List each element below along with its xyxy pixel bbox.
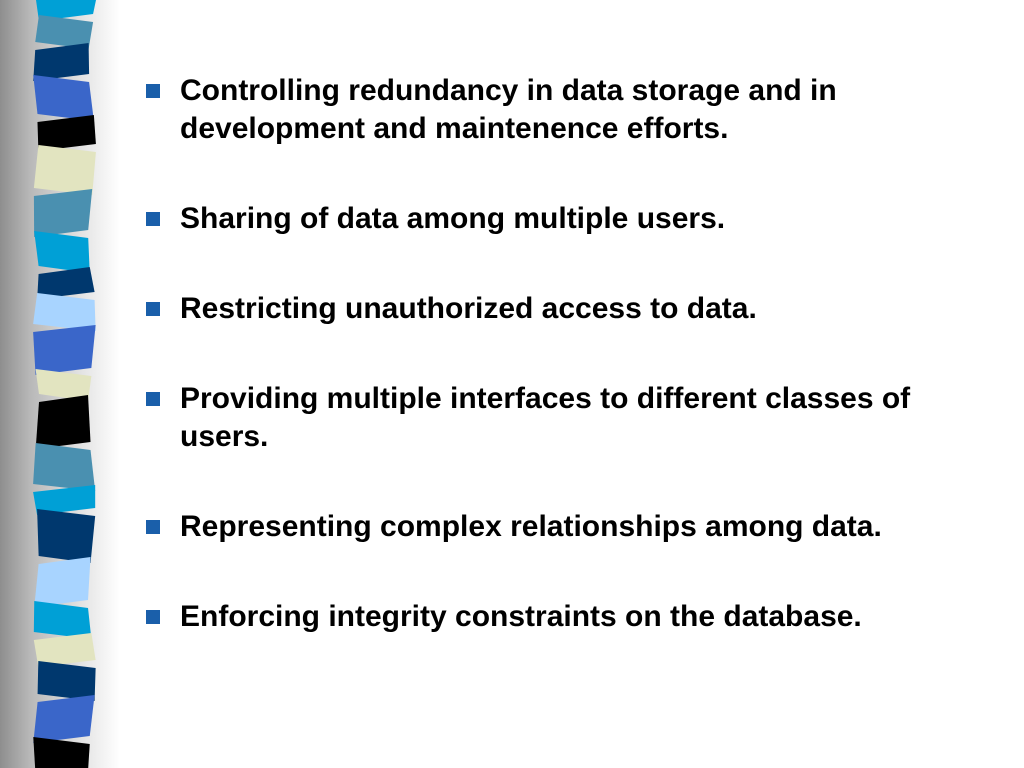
- strip-segment: [36, 0, 96, 21]
- square-bullet-icon: [146, 610, 160, 624]
- bullet-text: Restricting unauthorized access to data.: [180, 292, 757, 325]
- strip-segment: [33, 145, 96, 195]
- strip-segment: [33, 293, 96, 331]
- strip-segment: [33, 443, 96, 491]
- bullet-item: Controlling redundancy in data storage a…: [146, 72, 996, 148]
- decorative-color-strip: [33, 0, 96, 768]
- strip-segment: [35, 395, 91, 449]
- bullet-text: Sharing of data among multiple users.: [180, 202, 726, 235]
- strip-segment: [37, 267, 95, 299]
- strip-segment: [33, 189, 93, 237]
- bullet-item: Representing complex relationships among…: [146, 508, 996, 546]
- strip-segment: [34, 231, 90, 273]
- bullet-item: Sharing of data among multiple users.: [146, 200, 996, 238]
- strip-segment: [34, 557, 91, 607]
- strip-segment: [33, 325, 96, 375]
- square-bullet-icon: [146, 392, 160, 406]
- bullet-text: Representing complex relationships among…: [180, 510, 882, 543]
- bullet-text: Controlling redundancy in data storage a…: [180, 74, 837, 145]
- strip-segment: [35, 369, 92, 401]
- strip-segment: [33, 633, 96, 667]
- strip-segment: [33, 43, 90, 81]
- strip-segment: [33, 601, 92, 639]
- square-bullet-icon: [146, 520, 160, 534]
- strip-segment: [33, 737, 90, 768]
- square-bullet-icon: [146, 212, 160, 226]
- strip-segment: [37, 509, 96, 563]
- strip-segment: [37, 661, 96, 701]
- bullet-text: Enforcing integrity constraints on the d…: [180, 600, 862, 633]
- bullet-item: Enforcing integrity constraints on the d…: [146, 598, 996, 636]
- strip-segment: [33, 695, 95, 743]
- bullet-item: Providing multiple interfaces to differe…: [146, 380, 996, 456]
- square-bullet-icon: [146, 302, 160, 316]
- strip-segment: [33, 75, 94, 121]
- bullet-item: Restricting unauthorized access to data.: [146, 290, 996, 328]
- bullet-text: Providing multiple interfaces to differe…: [180, 382, 911, 453]
- bullet-list: Controlling redundancy in data storage a…: [146, 72, 996, 688]
- square-bullet-icon: [146, 84, 160, 98]
- strip-segment: [37, 115, 96, 151]
- strip-segment: [33, 485, 96, 515]
- strip-segment: [35, 15, 94, 49]
